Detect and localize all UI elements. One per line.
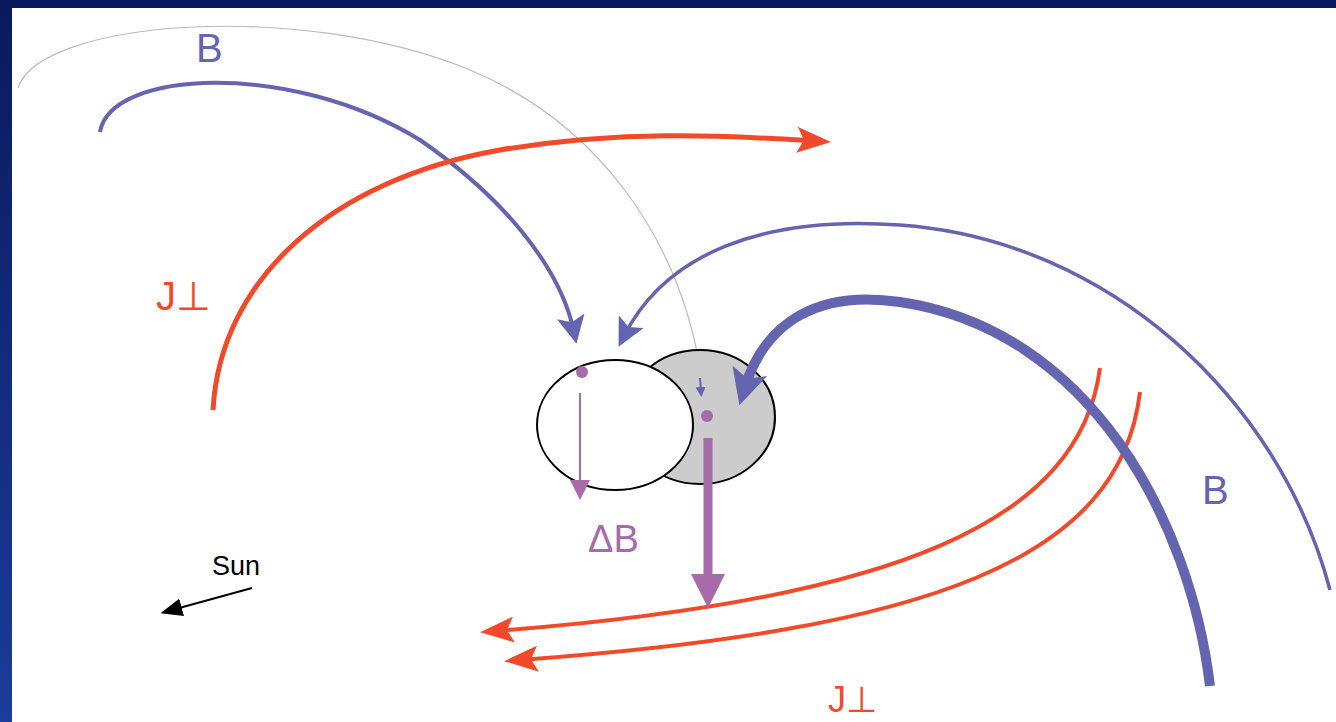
current-line: [496, 368, 1100, 631]
observation-point: [701, 410, 713, 422]
magnetic-field-line: [100, 83, 574, 332]
magnetic-field-line: [744, 299, 1210, 686]
observation-point: [576, 366, 588, 378]
delta-b-arrow: [579, 393, 581, 490]
magnetic-field-line: [624, 223, 1330, 590]
current-label: J⊥: [828, 682, 877, 718]
field-label: B: [196, 28, 223, 68]
sun-label: Sun: [212, 553, 260, 580]
field-label: B: [1202, 470, 1229, 510]
delta-b-arrow: [704, 438, 713, 590]
current-line: [520, 392, 1140, 660]
planet-disk: [537, 360, 693, 490]
delta-b-label: ΔB: [588, 520, 639, 558]
current-label: J⊥: [156, 276, 211, 316]
figure-background: [12, 8, 1336, 722]
field-arrow: [700, 378, 701, 392]
sun-direction-arrow: [172, 588, 252, 610]
field-line: [18, 26, 702, 380]
